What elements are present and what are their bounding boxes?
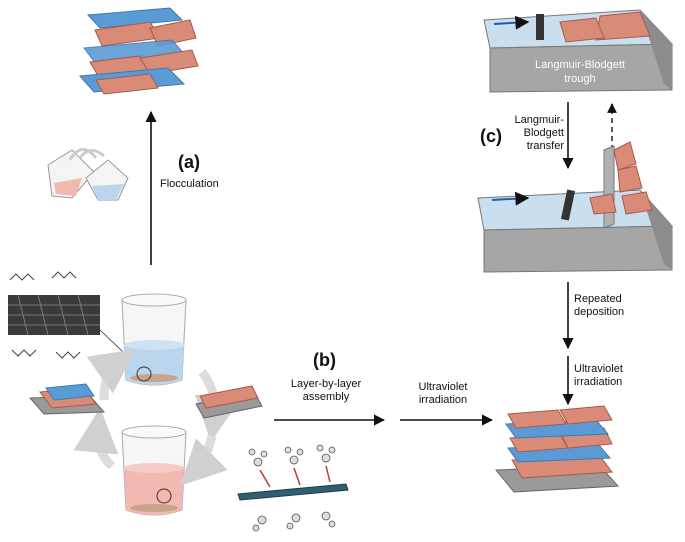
final-film-stack [494,405,620,493]
polymer-chain-icon [237,465,349,501]
label-uv-left: Ultraviolet irradiation [402,381,484,407]
label-trough-line2: trough [564,73,596,85]
lb-trough-top [483,9,674,93]
label-b-text: Layer-by-layer assembly [276,378,376,404]
flocculated-stack [78,7,199,95]
label-b-letter: (b) [313,350,336,370]
label-lb-transfer-line3: transfer [526,140,564,152]
label-trough: Langmuir-Blodgett trough [520,58,640,86]
label-uv-right-line2: irradiation [574,376,623,388]
label-a-text: Flocculation [160,178,219,190]
beaker-icon [121,293,187,386]
label-repeated-line2: deposition [574,306,625,318]
label-a-letter: (a) [178,152,200,172]
lb-trough-bottom [477,141,674,273]
substrate-icon [28,383,106,415]
label-uv-right-line1: Ultraviolet [574,363,623,375]
label-uv-right: Ultraviolet irradiation [574,363,650,389]
label-lb-transfer-line2: Blodgett [523,127,564,139]
molecule-icon [248,444,336,532]
barrier-icon [536,14,544,40]
pouring-beakers-icon [47,148,129,201]
label-trough-line1: Langmuir-Blodgett [535,59,625,71]
label-repeated: Repeated deposition [574,293,646,319]
label-b-line2: assembly [302,391,350,403]
label-lb-transfer-line1: Langmuir- [514,114,564,126]
label-c-letter: (c) [480,126,502,146]
beaker-icon [121,425,187,516]
octahedra-structure-icon [8,271,143,371]
label-b-line1: Layer-by-layer [290,378,362,390]
label-lb-transfer: Langmuir- Blodgett transfer [508,114,564,153]
substrate-icon [195,385,263,419]
label-uv-left-line1: Ultraviolet [418,381,468,393]
label-repeated-line1: Repeated [574,293,622,305]
barrier-icon [560,189,576,221]
label-uv-left-line2: irradiation [418,394,468,406]
